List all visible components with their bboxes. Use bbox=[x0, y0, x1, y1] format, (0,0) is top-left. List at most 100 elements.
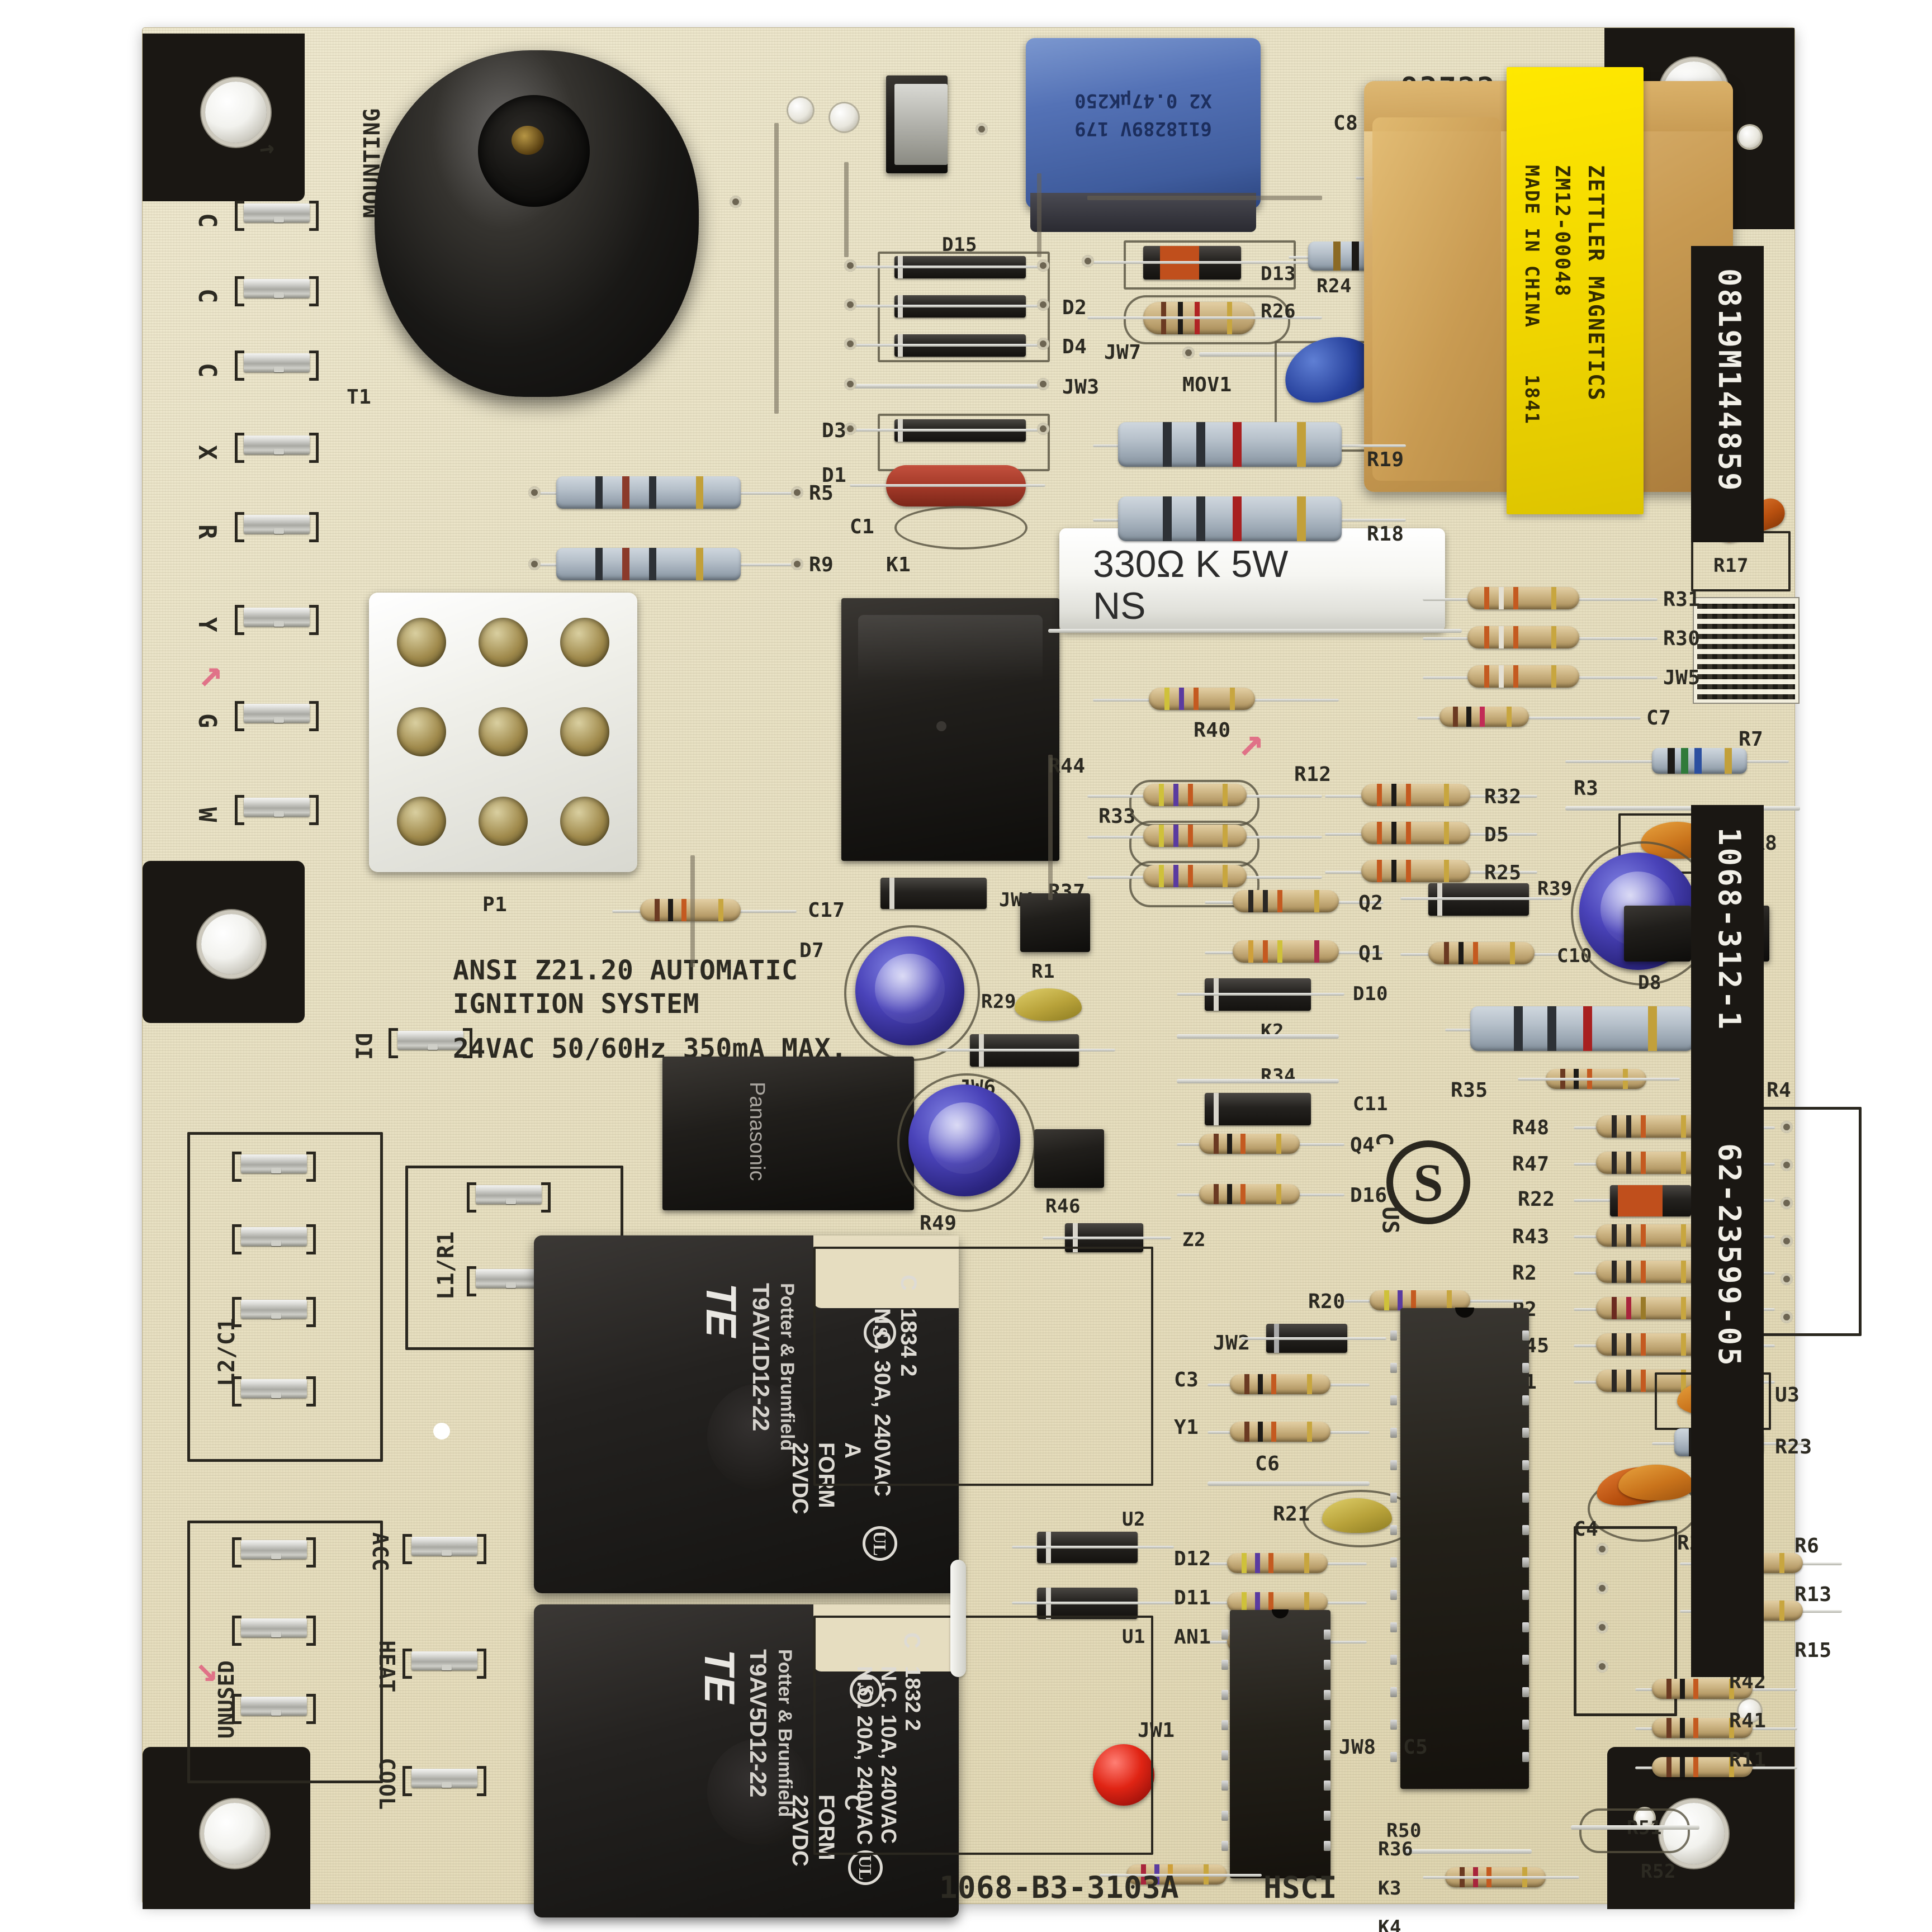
resistor-r19 bbox=[1467, 587, 1579, 609]
transformer-brand: ZETTLER MAGNETICS bbox=[1584, 165, 1608, 401]
pad bbox=[1037, 299, 1049, 311]
circuit-board: MOUNTING SCREW REQUIRED ↗ C C C X R bbox=[143, 28, 1862, 1932]
silk-outline-jw7 bbox=[1124, 240, 1296, 290]
terminal-l2c1-3[interactable] bbox=[232, 1297, 316, 1327]
designator-r4: C3 bbox=[1174, 1368, 1199, 1391]
transformer-date: 1841 bbox=[1521, 375, 1543, 425]
designator-q5: R1 bbox=[1031, 960, 1055, 983]
resistor-r30 bbox=[1652, 748, 1747, 774]
silk-outline-r40c bbox=[1129, 861, 1259, 907]
model-label: 1068-312-1 bbox=[1712, 827, 1747, 1032]
resistor-r46 bbox=[1596, 1152, 1708, 1174]
designator-r26: R26 bbox=[1261, 300, 1296, 323]
terminal-unused-2[interactable] bbox=[232, 1616, 316, 1646]
terminal-l2c1-2[interactable] bbox=[232, 1224, 316, 1254]
lead bbox=[1087, 261, 1322, 264]
designator-r11: AN1 bbox=[1174, 1626, 1211, 1649]
power-resistor-line1: 330Ω K 5W bbox=[1093, 543, 1289, 585]
pad bbox=[844, 378, 856, 390]
designator-jw3: JW3 bbox=[1062, 376, 1100, 399]
via-top-right bbox=[1739, 126, 1761, 148]
power-resistor-body bbox=[1059, 528, 1445, 632]
terminal-label-l1r1: L1/R1 bbox=[433, 1231, 459, 1300]
resistor-r1 bbox=[1470, 1006, 1694, 1051]
silk-outline-k4 bbox=[813, 1616, 1153, 1855]
diode-d8 bbox=[880, 878, 987, 909]
terminal-label: C bbox=[193, 288, 221, 304]
designator-d16: Z2 bbox=[1182, 1229, 1206, 1251]
designator-jw4: K2 bbox=[1261, 1020, 1284, 1043]
header-p2[interactable] bbox=[1758, 1107, 1862, 1336]
designator-r48: R43 bbox=[1512, 1225, 1550, 1248]
lead bbox=[850, 429, 1045, 432]
terminal-l2c1-4[interactable] bbox=[232, 1376, 316, 1407]
datamatrix-code bbox=[1694, 598, 1798, 703]
via-p2-bottom bbox=[1820, 1285, 1839, 1304]
lead bbox=[1423, 1876, 1579, 1879]
jumper-jw5 bbox=[1565, 806, 1800, 811]
silk-outline-jw8 bbox=[1579, 1808, 1690, 1853]
resistor-r37 bbox=[1361, 822, 1470, 844]
terminal-group-unused bbox=[187, 1521, 383, 1783]
designator-r45: R20 bbox=[1308, 1290, 1346, 1313]
designator-c3: R21 bbox=[1273, 1503, 1310, 1526]
relay-k1-mark bbox=[936, 721, 946, 731]
lead bbox=[1241, 1337, 1386, 1340]
transistor-q4 bbox=[1034, 1129, 1104, 1188]
transformer-part: ZM12-00048 bbox=[1551, 165, 1574, 297]
terminal-label-cool: COOL bbox=[374, 1758, 399, 1810]
connector-p1-pins[interactable] bbox=[397, 618, 609, 847]
designator-r28: R13 bbox=[1794, 1583, 1832, 1606]
designator-r18: R30 bbox=[1663, 627, 1701, 650]
via-bottom-right-2 bbox=[1635, 1808, 1654, 1827]
relay-k3-dimple bbox=[707, 1384, 813, 1490]
resistor-r47 bbox=[1596, 1261, 1708, 1283]
transformer-winding-left bbox=[1372, 117, 1501, 481]
resistor-r20 bbox=[1230, 1422, 1330, 1442]
designator-r9: R9 bbox=[809, 553, 834, 576]
pad bbox=[844, 259, 856, 272]
terminal-label: X bbox=[193, 445, 221, 460]
designator-mov1: MOV1 bbox=[1182, 373, 1232, 396]
lead bbox=[1177, 993, 1344, 996]
ic-u2 bbox=[1230, 1609, 1330, 1878]
capacitor-c4 bbox=[1618, 1465, 1694, 1500]
lead bbox=[1012, 1602, 1174, 1604]
ul-icon-k4: UL bbox=[848, 1850, 883, 1885]
resistor-r33 bbox=[1233, 890, 1339, 912]
agency-text-line1: ANSI Z21.20 AUTOMATIC bbox=[453, 955, 798, 986]
transistor-q5 bbox=[1020, 893, 1090, 952]
designator-d4: D4 bbox=[1062, 335, 1087, 358]
designator-c10: D7 bbox=[799, 939, 825, 962]
terminal-label: Y bbox=[193, 617, 221, 632]
terminal-l1r1-1[interactable] bbox=[467, 1182, 551, 1213]
transformer-label bbox=[1507, 67, 1644, 514]
relay-k1 bbox=[841, 598, 1059, 861]
designator-k1: K1 bbox=[886, 553, 911, 576]
csa-mark-us: US bbox=[1377, 1206, 1403, 1234]
terminal-unused-3[interactable] bbox=[232, 1694, 316, 1724]
terminal-label-di: DI bbox=[350, 1033, 376, 1060]
relay-k2 bbox=[662, 1057, 914, 1210]
designator-c5: R52 bbox=[1641, 1860, 1676, 1883]
jumper-jw8-wire bbox=[1571, 1825, 1699, 1830]
capacitor-x2-line1: X2 0.47μK250 bbox=[1074, 89, 1212, 112]
terminal-l2c1-1[interactable] bbox=[232, 1152, 316, 1182]
pink-ink-mark-upper: ↗ bbox=[198, 648, 223, 695]
csa-mark-c: C bbox=[1371, 1132, 1397, 1147]
designator-jw2: C6 bbox=[1255, 1452, 1280, 1475]
silk-outline-k3 bbox=[813, 1247, 1153, 1486]
terminal-label: W bbox=[193, 807, 221, 822]
terminal-label: C bbox=[193, 363, 221, 378]
via-t1-left bbox=[788, 98, 813, 122]
trace bbox=[774, 123, 779, 414]
pad bbox=[1182, 347, 1195, 359]
via-board-center-left bbox=[433, 1423, 450, 1439]
terminal-unused-1[interactable] bbox=[232, 1537, 316, 1568]
relay-k4-part: T9AV5D12-22 bbox=[745, 1649, 771, 1798]
jumper-jw4 bbox=[1177, 1034, 1339, 1039]
designator-d1: D1 bbox=[822, 464, 847, 487]
designator-d15: D15 bbox=[942, 234, 977, 256]
designator-y1: C4 bbox=[1574, 1518, 1599, 1541]
silk-outline-r26 bbox=[1124, 295, 1290, 344]
